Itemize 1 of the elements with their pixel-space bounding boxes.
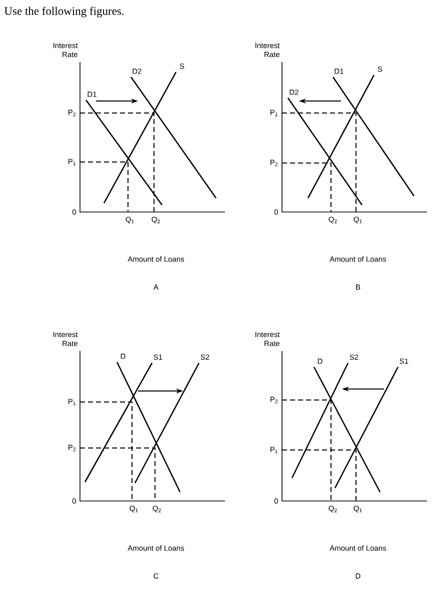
title: Use the following figures. xyxy=(4,6,124,18)
